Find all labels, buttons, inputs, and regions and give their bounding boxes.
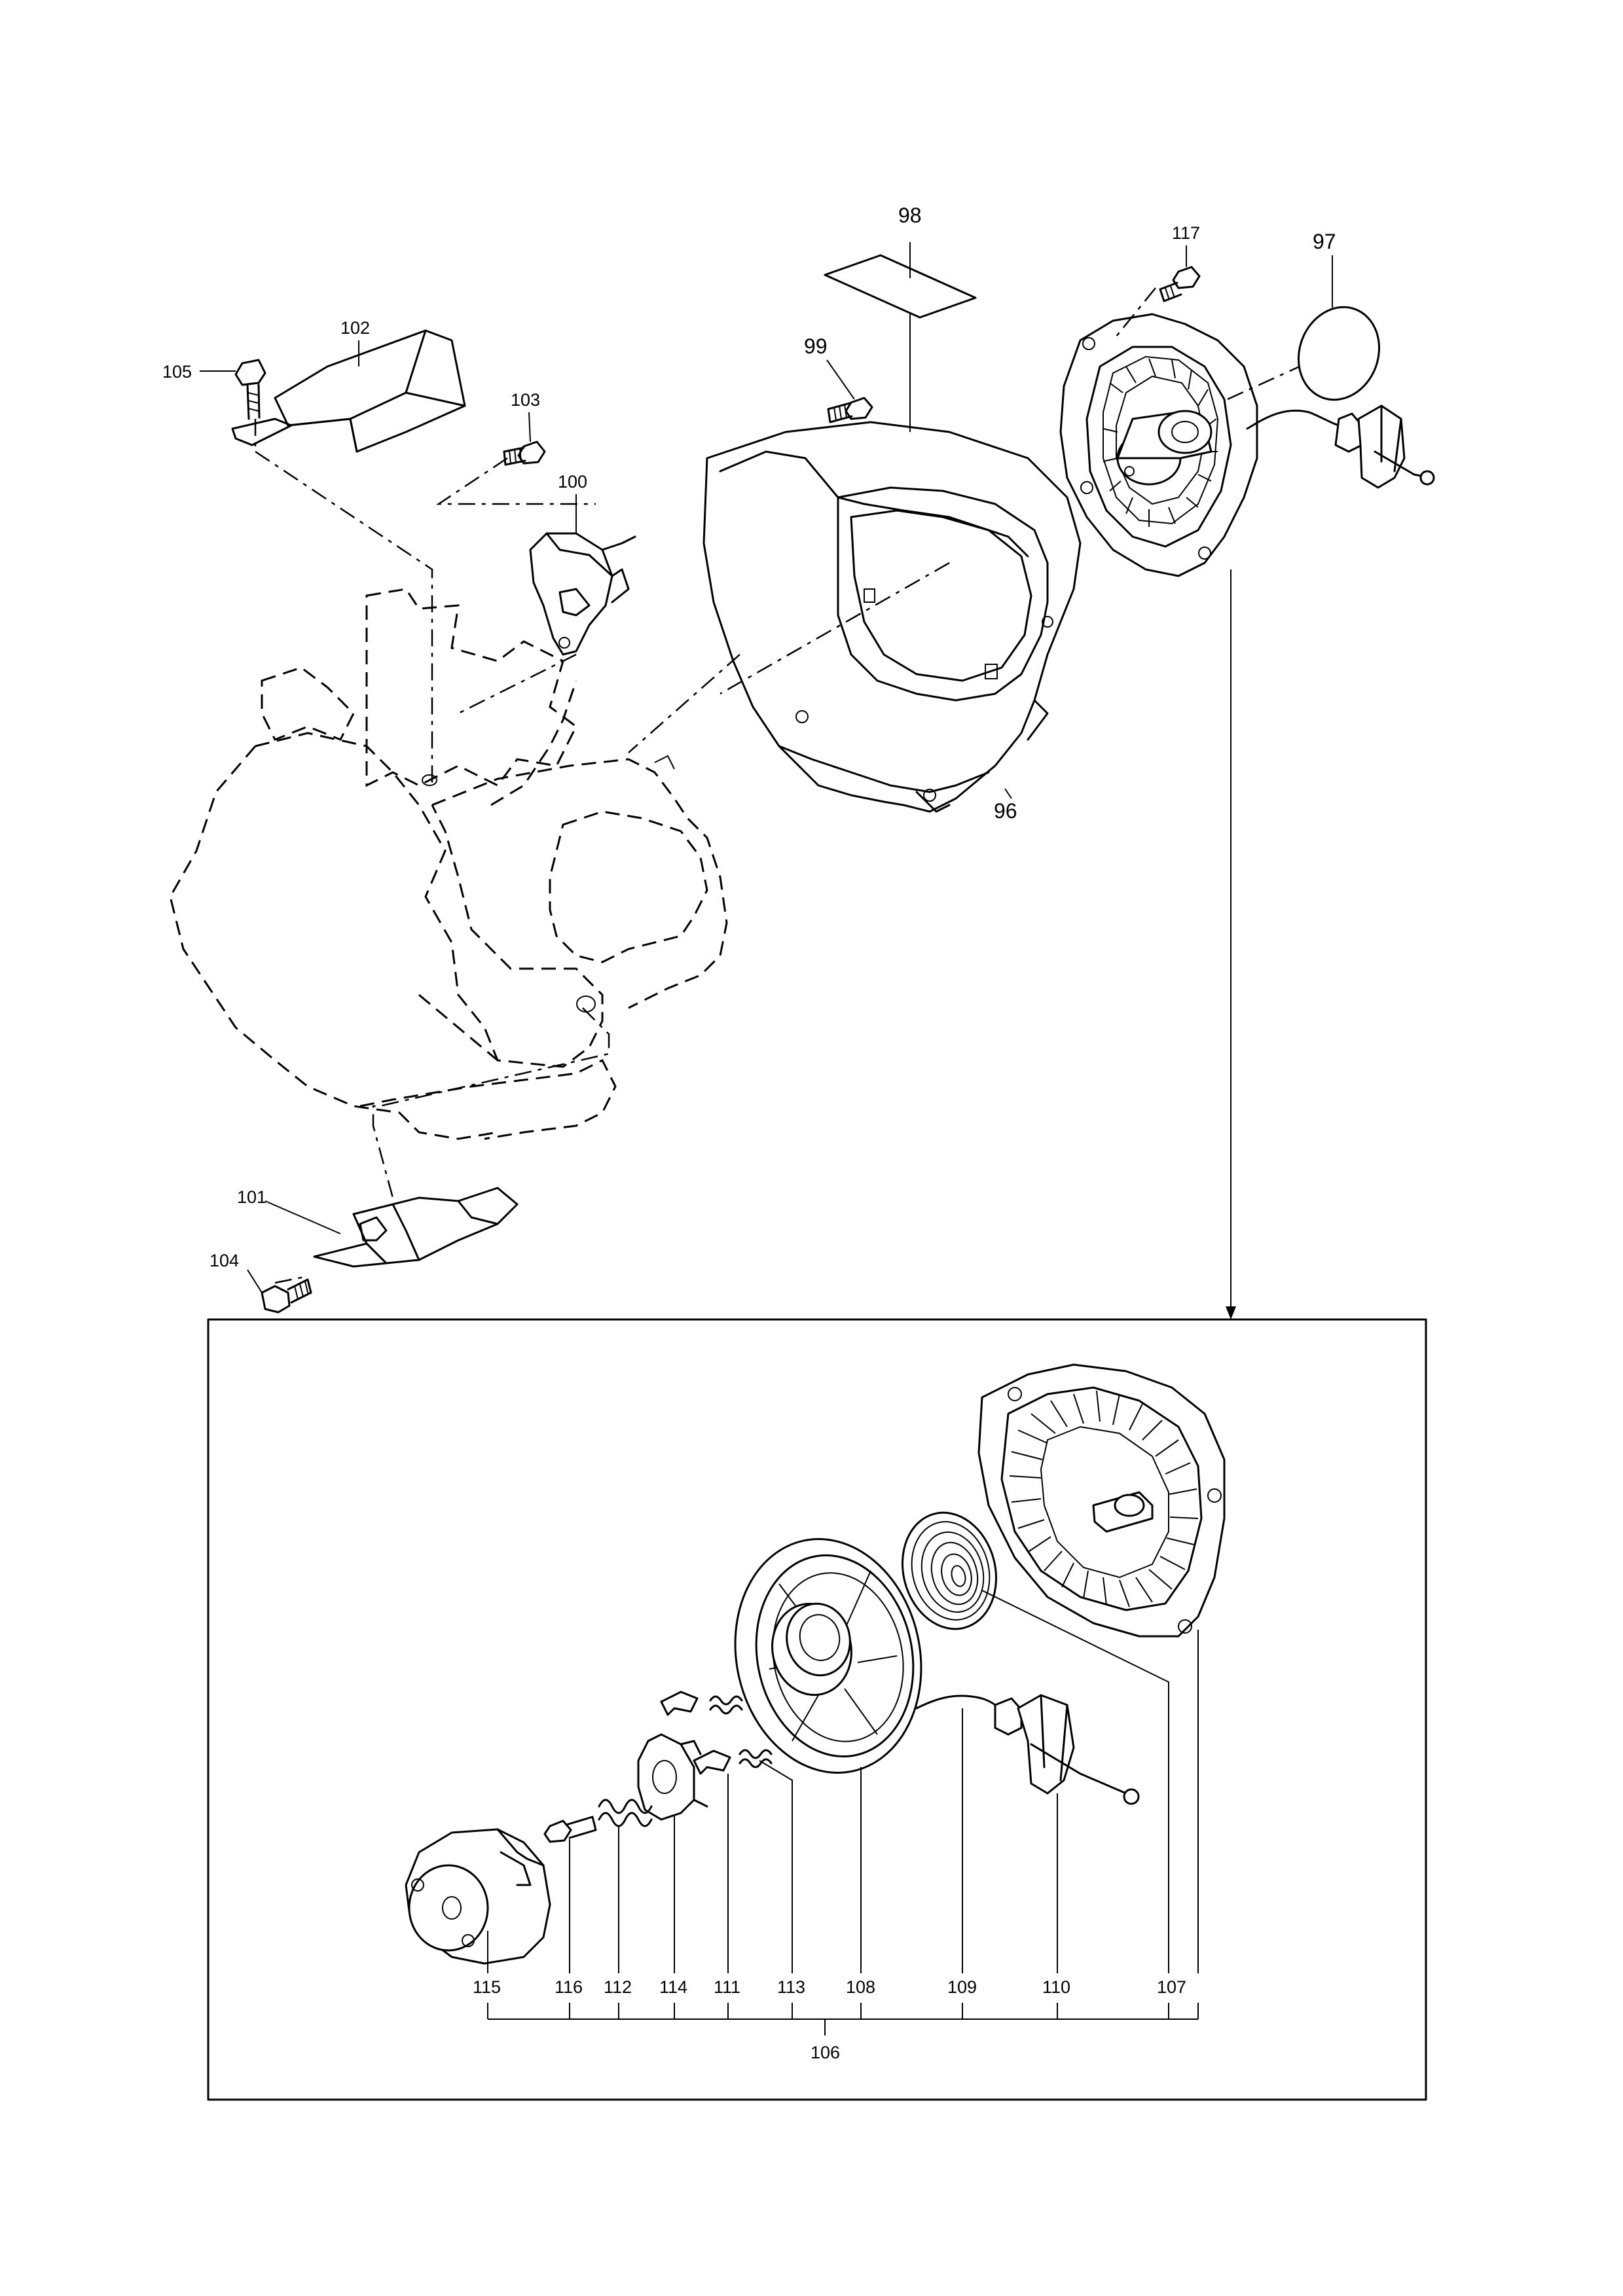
label-116: 116 [555, 1977, 583, 1997]
label-100: 100 [558, 472, 587, 492]
label-117: 117 [1172, 223, 1200, 243]
part-112-spring [598, 1799, 653, 1827]
engine-block-outline [169, 588, 728, 1140]
part-117-screw [1159, 266, 1201, 302]
part-108-reel [734, 1538, 1003, 1774]
label-114: 114 [659, 1977, 687, 1997]
detail-box [207, 1318, 1427, 2101]
label-107: 107 [1157, 1977, 1186, 1997]
label-108: 108 [846, 1977, 875, 1997]
label-115: 115 [473, 1977, 501, 1997]
label-106: 106 [811, 2043, 840, 2062]
label-109: 109 [947, 1977, 977, 1997]
part-116-screw [543, 1816, 597, 1843]
part-104-bolt [261, 1278, 312, 1314]
part-105-bolt [234, 359, 266, 420]
part-103-bolt [503, 440, 546, 466]
label-102: 102 [340, 318, 370, 338]
label-111: 111 [714, 1977, 740, 1997]
label-104: 104 [210, 1251, 239, 1270]
label-105: 105 [162, 362, 192, 382]
label-99: 99 [804, 334, 828, 358]
part-96-fan-housing [702, 421, 1082, 813]
label-96: 96 [994, 799, 1017, 823]
part-113-springs [709, 1695, 773, 1768]
label-103: 103 [511, 390, 540, 410]
part-97-cap [1297, 306, 1381, 401]
label-97: 97 [1313, 230, 1336, 253]
part-111-pawls [660, 1691, 731, 1775]
label-110: 110 [1042, 1977, 1070, 1997]
part-101-lower-cover [313, 1187, 519, 1268]
label-98: 98 [898, 204, 922, 227]
part-114-ratchet [637, 1733, 708, 1821]
part-99-bolt [827, 397, 873, 423]
label-101: 101 [237, 1187, 266, 1207]
part-98-label [824, 254, 977, 319]
part-115-starter-cup [405, 1828, 551, 1965]
part-107-starter-case [977, 1363, 1226, 1638]
label-113: 113 [777, 1977, 805, 1997]
part-100-bracket [529, 532, 636, 656]
leader-lines [200, 242, 1333, 2036]
label-112: 112 [604, 1977, 632, 1997]
recoil-starter-assembly-top [1059, 313, 1435, 577]
part-110-handle [994, 1694, 1140, 1805]
part-109-spiral-spring [901, 1511, 998, 1630]
part-102-top-shroud [231, 329, 466, 453]
part-labels: 98 117 97 102 99 105 103 100 96 101 104 … [162, 204, 1336, 2062]
